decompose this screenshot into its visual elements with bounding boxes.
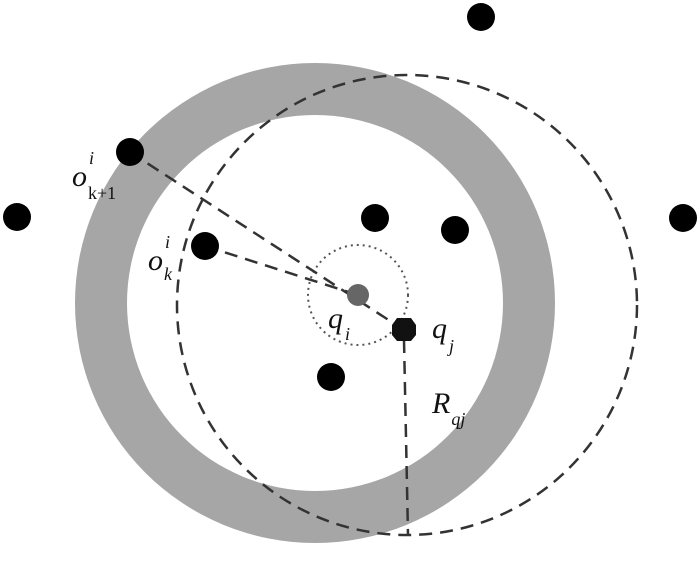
- point-top-right: [467, 3, 495, 31]
- query-point-qj: [392, 318, 416, 341]
- point-center-1: [361, 204, 389, 232]
- point-o-k: [191, 232, 219, 260]
- label-r-qj: Rqj: [431, 387, 465, 429]
- label-q-j: qj: [432, 312, 454, 356]
- point-lower: [317, 363, 345, 391]
- line-radius-rqj: [402, 339, 410, 536]
- line-ok1-to-qj: [129, 150, 405, 332]
- query-point-qi: [347, 284, 369, 306]
- point-center-2: [441, 216, 469, 244]
- point-left: [3, 203, 31, 231]
- point-o-k1: [116, 138, 144, 166]
- dotted-small-circle: [307, 244, 409, 346]
- inner-white-disk: [127, 115, 503, 491]
- point-right: [669, 204, 697, 232]
- line-ok-to-qi: [204, 244, 359, 297]
